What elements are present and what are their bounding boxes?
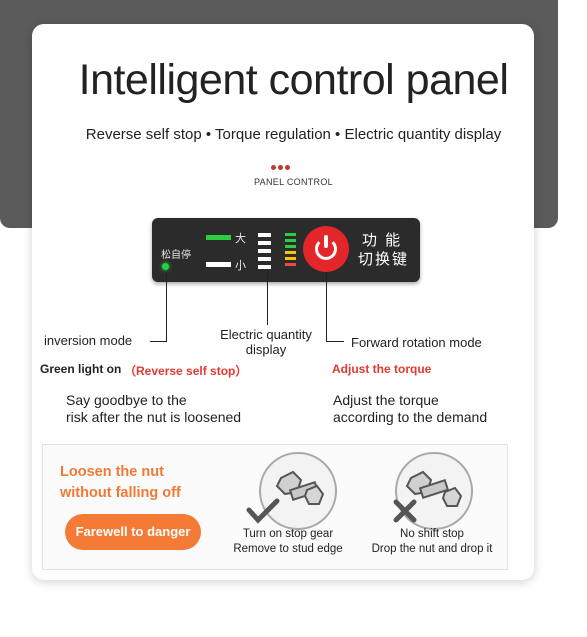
function-key-label-1: 功 能 xyxy=(362,232,403,249)
callout-line-forward-h xyxy=(326,341,344,342)
check-mark-icon xyxy=(246,498,280,524)
battery-segment xyxy=(258,249,271,253)
loosen-stop-label: 松自停 xyxy=(161,250,191,261)
right-description-2: according to the demand xyxy=(333,409,488,425)
green-light-label: Green light on xyxy=(40,362,122,376)
torque-low-bar xyxy=(206,262,231,267)
battery-segment xyxy=(258,241,271,245)
battery-level-indicator xyxy=(285,257,296,260)
function-key-label-2: 切换键 xyxy=(358,251,410,268)
inversion-mode-label: inversion mode xyxy=(44,333,133,348)
adjust-torque-label: Adjust the torque xyxy=(332,362,432,376)
bottom-heading-line-1: Loosen the nut xyxy=(60,464,164,480)
page-subtitle: Reverse self stop • Torque regulation • … xyxy=(85,126,502,143)
power-button-icon[interactable] xyxy=(303,226,349,272)
control-panel-device xyxy=(152,218,420,282)
battery-level-indicator xyxy=(285,263,296,266)
torque-small-label: 小 xyxy=(235,260,246,272)
stop-gear-caption-2: Remove to stud edge xyxy=(233,543,343,555)
stop-gear-caption-1: Turn on stop gear xyxy=(242,528,334,540)
page-title: Intelligent control panel xyxy=(78,56,509,104)
stop-gear-caption: Turn on stop gear Remove to stud edge xyxy=(228,527,348,557)
electric-quantity-label-1: Electric quantity xyxy=(220,327,312,342)
dots-decoration xyxy=(271,157,293,170)
bottom-heading-line-2: without falling off xyxy=(60,485,181,501)
battery-level-indicator xyxy=(285,233,296,236)
no-shift-caption: No shift stop Drop the nut and drop it xyxy=(362,527,502,557)
farewell-danger-button[interactable]: Farewell to danger xyxy=(65,514,201,550)
bottom-heading: Loosen the nut without falling off xyxy=(60,462,220,504)
cross-mark-icon xyxy=(393,499,417,523)
left-description-1: Say goodbye to the xyxy=(66,392,187,408)
panel-control-tag: PANEL CONTROL xyxy=(254,177,333,187)
left-description-2: risk after the nut is loosened xyxy=(66,409,242,425)
callout-line-inversion-h xyxy=(150,341,167,342)
callout-line-inversion xyxy=(166,272,167,341)
green-led-icon xyxy=(162,263,169,270)
battery-level-indicator xyxy=(285,239,296,242)
torque-high-bar xyxy=(206,235,231,240)
reverse-self-stop-label: （Reverse self stop） xyxy=(124,364,248,378)
battery-level-indicator xyxy=(285,245,296,248)
no-shift-caption-2: Drop the nut and drop it xyxy=(371,543,493,555)
callout-line-electric xyxy=(267,270,268,325)
nut-stop-illustration-icon xyxy=(259,452,337,530)
battery-segment xyxy=(258,233,271,237)
battery-segment xyxy=(258,265,271,269)
battery-level-indicator xyxy=(285,251,296,254)
right-description-1: Adjust the torque xyxy=(333,392,439,408)
torque-big-label: 大 xyxy=(235,233,246,245)
callout-line-forward xyxy=(326,272,327,342)
no-shift-caption-1: No shift stop xyxy=(400,528,464,540)
forward-rotation-label: Forward rotation mode xyxy=(351,335,482,350)
battery-segment xyxy=(258,257,271,261)
electric-quantity-label-2: display xyxy=(245,342,287,357)
